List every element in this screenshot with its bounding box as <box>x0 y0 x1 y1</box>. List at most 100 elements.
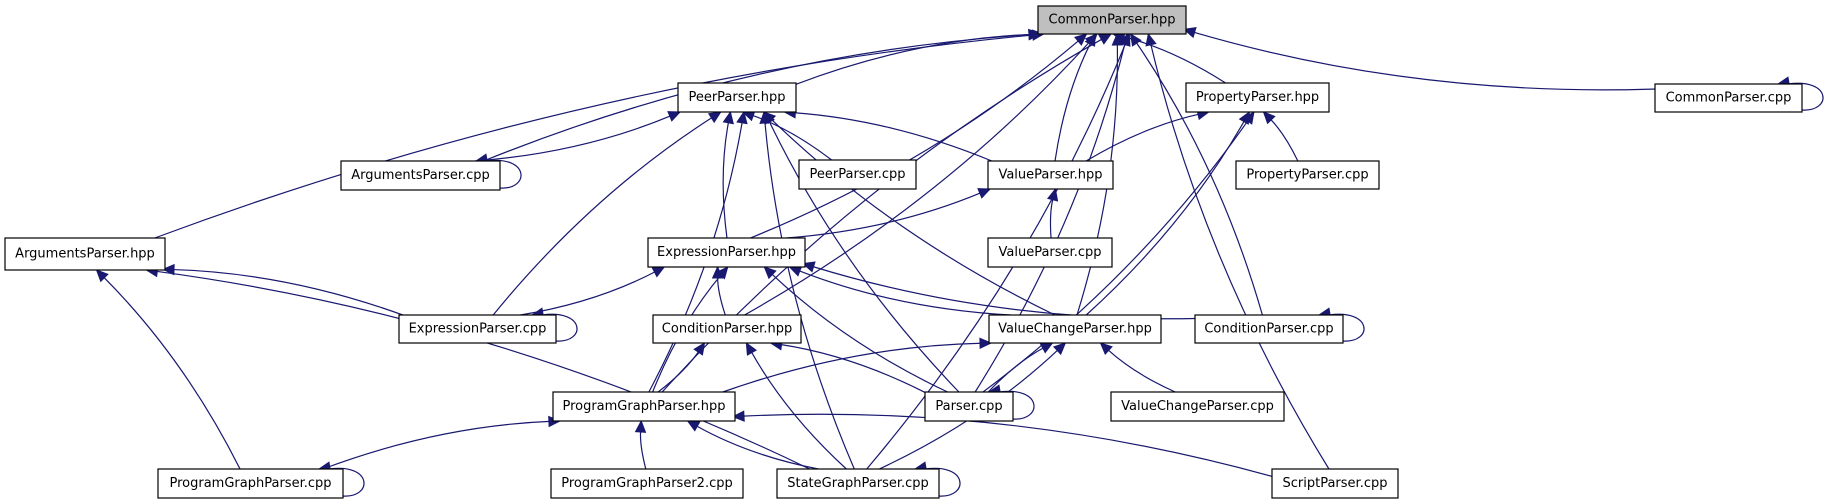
arrowhead-icon <box>1242 111 1255 125</box>
edge-program-graph-parser2-cpp-to-program-graph-parser-hpp <box>634 419 647 470</box>
node-program-graph-parser-hpp[interactable]: ProgramGraphParser.hpp <box>552 391 736 422</box>
arrowhead-icon <box>1052 342 1067 356</box>
edge-line <box>742 413 1273 477</box>
edge-line <box>103 276 241 470</box>
edge-line <box>771 273 948 393</box>
node-box[interactable] <box>677 82 797 113</box>
node-label: ConditionParser.cpp <box>1204 322 1333 337</box>
node-arguments-parser-cpp[interactable]: ArgumentsParser.cpp <box>340 160 501 191</box>
node-value-parser-cpp[interactable]: ValueParser.cpp <box>987 237 1113 268</box>
node-label: ValueChangeParser.cpp <box>1121 399 1274 414</box>
edge-line <box>154 34 1034 239</box>
edge-expression-parser-hpp-to-value-parser-hpp <box>786 188 992 239</box>
node-peer-parser-hpp[interactable]: PeerParser.hpp <box>677 82 797 113</box>
node-label: ConditionParser.hpp <box>662 322 792 337</box>
node-common-parser-cpp[interactable]: CommonParser.cpp <box>1654 83 1803 113</box>
node-box[interactable] <box>988 314 1162 344</box>
arrowhead-icon <box>161 263 175 276</box>
node-arguments-parser-hpp[interactable]: ArgumentsParser.hpp <box>4 237 166 271</box>
node-box[interactable] <box>924 391 1014 422</box>
node-script-parser-cpp[interactable]: ScriptParser.cpp <box>1271 468 1399 499</box>
arrowhead-icon <box>1099 342 1113 356</box>
edge-condition-parser-hpp-to-common-parser-hpp <box>744 33 1098 316</box>
arrowhead-icon <box>788 265 803 277</box>
arrowhead-icon <box>1039 342 1054 354</box>
edge-line <box>1049 198 1054 239</box>
node-box[interactable] <box>4 237 166 271</box>
arrowhead-icon <box>634 419 647 433</box>
node-value-change-parser-hpp[interactable]: ValueChangeParser.hpp <box>988 314 1162 344</box>
node-box[interactable] <box>987 237 1113 268</box>
edge-common-parser-cpp-to-common-parser-hpp <box>1182 27 1656 91</box>
node-label: PeerParser.hpp <box>688 90 785 105</box>
edge-line <box>716 276 726 316</box>
node-state-graph-parser-cpp[interactable]: StateGraphParser.cpp <box>776 468 940 499</box>
node-common-parser-hpp[interactable]: CommonParser.hpp <box>1037 5 1187 35</box>
edge-line <box>483 34 1031 162</box>
node-box[interactable] <box>776 468 940 499</box>
edge-parser-cpp-to-expression-parser-hpp <box>763 266 948 393</box>
node-label: StateGraphParser.cpp <box>787 476 929 491</box>
edge-line <box>722 121 730 239</box>
node-box[interactable] <box>647 237 806 268</box>
arrowhead-icon <box>745 341 758 356</box>
node-value-parser-hpp[interactable]: ValueParser.hpp <box>987 160 1114 190</box>
node-box[interactable] <box>550 468 744 499</box>
node-program-graph-parser2-cpp[interactable]: ProgramGraphParser2.cpp <box>550 468 744 499</box>
edge-line <box>780 343 926 393</box>
edge-line <box>794 112 993 162</box>
node-label: PropertyParser.cpp <box>1246 168 1368 183</box>
node-box[interactable] <box>552 391 736 422</box>
node-condition-parser-hpp[interactable]: ConditionParser.hpp <box>652 314 802 344</box>
node-label: CommonParser.hpp <box>1049 13 1176 28</box>
node-box[interactable] <box>987 160 1114 190</box>
node-box[interactable] <box>1185 82 1330 113</box>
arrowhead-icon <box>1119 32 1131 47</box>
arrowhead-icon <box>763 266 777 280</box>
node-box[interactable] <box>652 314 802 344</box>
node-box[interactable] <box>1037 5 1187 35</box>
arrowhead-icon <box>1074 33 1088 46</box>
node-label: ArgumentsParser.hpp <box>15 247 155 262</box>
node-property-parser-hpp[interactable]: PropertyParser.hpp <box>1185 82 1330 113</box>
edge-line <box>322 420 550 470</box>
edge-line <box>1107 349 1176 393</box>
edge-parser-cpp-to-value-change-parser-hpp <box>987 342 1054 393</box>
arrowhead-icon <box>1182 27 1197 39</box>
node-box[interactable] <box>1194 314 1344 344</box>
edge-line <box>798 270 1011 316</box>
node-condition-parser-cpp[interactable]: ConditionParser.cpp <box>1194 314 1344 344</box>
arrowhead-icon <box>977 188 992 199</box>
edge-line <box>786 192 981 239</box>
edge-expression-parser-cpp-to-peer-parser-hpp <box>492 111 722 316</box>
node-box[interactable] <box>340 160 501 191</box>
node-box[interactable] <box>1271 468 1399 499</box>
edge-line <box>752 114 832 161</box>
node-box[interactable] <box>1235 160 1380 190</box>
edge-arguments-parser-hpp-to-common-parser-hpp <box>154 29 1045 239</box>
node-box[interactable] <box>1654 83 1803 113</box>
node-box[interactable] <box>157 468 344 499</box>
node-label: ProgramGraphParser2.cpp <box>561 476 732 491</box>
node-label: ProgramGraphParser.hpp <box>562 399 725 414</box>
node-label: PeerParser.cpp <box>810 167 906 182</box>
node-program-graph-parser-cpp[interactable]: ProgramGraphParser.cpp <box>157 468 344 499</box>
node-expression-parser-cpp[interactable]: ExpressionParser.cpp <box>398 314 557 344</box>
node-parser-cpp[interactable]: Parser.cpp <box>924 391 1014 422</box>
node-peer-parser-cpp[interactable]: PeerParser.cpp <box>798 159 917 190</box>
edge-line <box>1085 120 1245 316</box>
edge-line <box>974 43 1126 393</box>
node-box[interactable] <box>1110 391 1285 422</box>
edge-line <box>1054 42 1092 162</box>
edge-line <box>475 115 671 162</box>
node-label: Parser.cpp <box>935 399 1002 414</box>
node-box[interactable] <box>398 314 557 344</box>
node-box[interactable] <box>798 159 917 190</box>
node-expression-parser-hpp[interactable]: ExpressionParser.hpp <box>647 237 806 268</box>
arrowhead-icon <box>1262 111 1276 125</box>
edges-layer <box>95 27 1824 497</box>
node-value-change-parser-cpp[interactable]: ValueChangeParser.cpp <box>1110 391 1285 422</box>
node-label: ScriptParser.cpp <box>1283 476 1388 491</box>
edge-program-graph-parser-cpp-to-arguments-parser-hpp <box>95 269 241 470</box>
node-property-parser-cpp[interactable]: PropertyParser.cpp <box>1235 160 1380 190</box>
